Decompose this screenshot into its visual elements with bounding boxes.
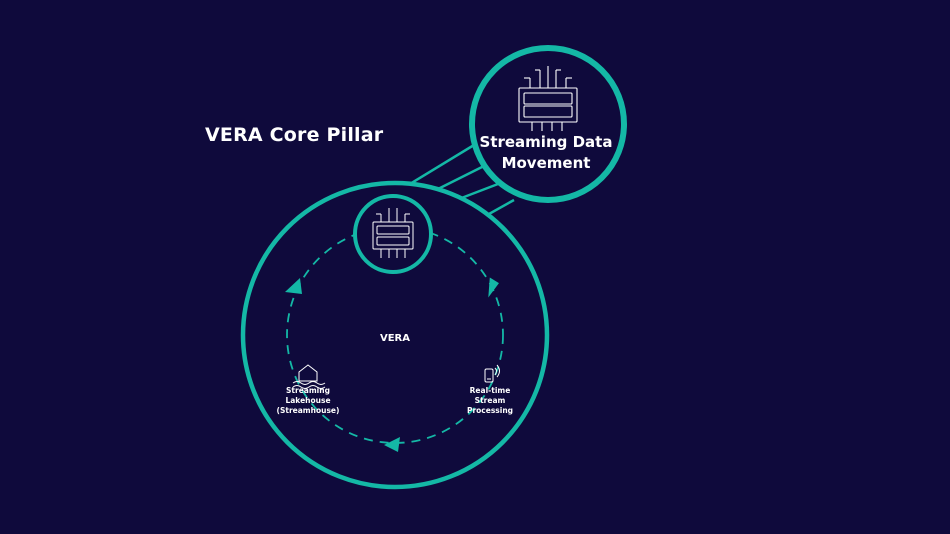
cycle-dashed-ring	[286, 226, 504, 444]
pillar-title-line-1: Streaming Data	[479, 133, 613, 151]
house-on-water-icon	[292, 364, 326, 389]
data-connector-icon-large	[518, 66, 578, 131]
data-connector-icon	[372, 208, 414, 258]
lakehouse-label-line-3: (Streamhouse)	[276, 406, 340, 415]
mobile-signal-icon	[484, 364, 500, 383]
pillar-title: Streaming Data Movement	[470, 132, 622, 174]
processing-label-line-2: Stream	[474, 396, 506, 405]
lakehouse-label-line-2: Lakehouse	[285, 396, 331, 405]
cycle-arrow-right	[488, 277, 499, 298]
processing-label: Real-time Stream Processing	[455, 386, 525, 416]
page-title: VERA Core Pillar	[205, 124, 384, 146]
processing-label-line-3: Processing	[466, 406, 514, 415]
processing-label-line-1: Real-time	[469, 386, 511, 395]
cycle-arrow-left	[285, 278, 302, 294]
lakehouse-label: Streaming Lakehouse (Streamhouse)	[268, 386, 348, 416]
lakehouse-label-line-1: Streaming	[286, 386, 330, 395]
cycle-arrow-bottom	[384, 437, 400, 452]
big-pillar-circle	[469, 45, 627, 203]
pillar-title-line-2: Movement	[501, 154, 591, 172]
core-label: VERA	[379, 333, 410, 344]
